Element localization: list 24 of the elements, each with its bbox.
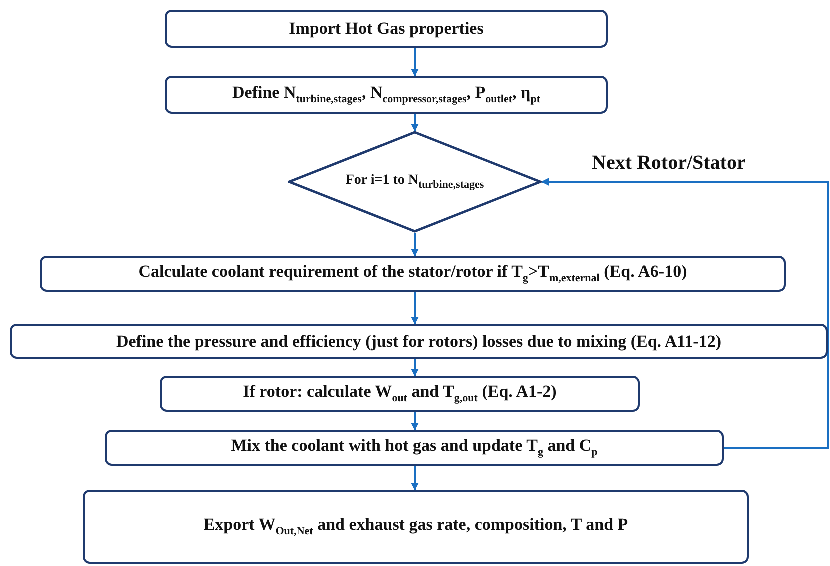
arrow <box>411 114 419 132</box>
arrow <box>541 178 829 449</box>
arrow <box>411 412 419 431</box>
step-text: Calculate coolant requirement of the stator/rotor if T$_{g}$>T$_{m,external}$ (Eq. A6-10) <box>138 262 688 286</box>
arrow <box>411 48 419 77</box>
arrow <box>411 359 419 377</box>
arrow <box>411 233 419 257</box>
decision-diamond <box>288 131 542 233</box>
process-box <box>105 430 724 466</box>
process-box <box>83 490 749 564</box>
process-box <box>165 10 608 48</box>
process-box <box>40 256 786 292</box>
process-box <box>160 376 640 412</box>
step-text: Import Hot Gas properties <box>289 19 484 39</box>
step-text: Mix the coolant with hot gas and update T$_{g}$ and C$_{p}$ <box>231 436 598 460</box>
arrow <box>411 466 419 491</box>
step-text: For i=1 to N$_{turbine,stages}$ <box>344 172 486 192</box>
step-text: Define the pressure and efficiency (just for rotors) losses due to mixing (Eq. A11-12) <box>116 332 722 352</box>
step-text: If rotor: calculate W$_{out}$ and T$_{g,out}$ (Eq. A1-2) <box>243 382 557 406</box>
step-text: Define N$_{turbine,stages}$, N$_{compressor,stages}$, P$_{outlet}$, η$_{pt}$ <box>232 83 540 107</box>
process-box <box>10 324 828 359</box>
process-box <box>165 76 608 114</box>
arrow <box>411 292 419 325</box>
step-text: Export W$_{Out,Net}$ and exhaust gas rate, composition, T and P <box>204 515 628 539</box>
